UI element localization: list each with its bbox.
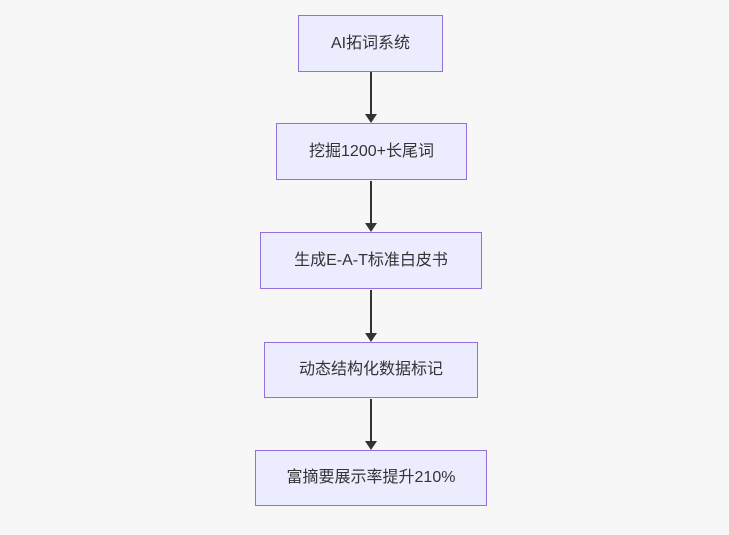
flow-node-label: 动态结构化数据标记 bbox=[298, 361, 443, 379]
flow-node-dynamic-structured-data-markup: 动态结构化数据标记 bbox=[264, 342, 478, 398]
arrow-line bbox=[370, 181, 372, 223]
flow-node-label: 富摘要展示率提升210% bbox=[286, 469, 456, 487]
flow-node-label: AI拓词系统 bbox=[330, 34, 411, 52]
flow-edge-1 bbox=[364, 72, 378, 123]
arrow-line bbox=[370, 72, 372, 114]
flow-node-label: 生成E-A-T标准白皮书 bbox=[294, 251, 448, 269]
flow-node-label: 挖掘1200+长尾词 bbox=[309, 142, 434, 160]
flow-node-mine-longtail-keywords: 挖掘1200+长尾词 bbox=[276, 123, 467, 180]
flow-edge-4 bbox=[364, 399, 378, 450]
flow-node-generate-eat-whitepaper: 生成E-A-T标准白皮书 bbox=[260, 232, 482, 289]
arrowhead-down-icon bbox=[365, 441, 377, 450]
flow-node-rich-snippet-rate-increase: 富摘要展示率提升210% bbox=[255, 450, 487, 506]
arrow-line bbox=[370, 290, 372, 333]
arrowhead-down-icon bbox=[365, 333, 377, 342]
flow-edge-3 bbox=[364, 290, 378, 342]
flow-edge-2 bbox=[364, 181, 378, 232]
arrow-line bbox=[370, 399, 372, 441]
arrowhead-down-icon bbox=[365, 223, 377, 232]
arrowhead-down-icon bbox=[365, 114, 377, 123]
flow-node-ai-word-expansion-system: AI拓词系统 bbox=[298, 15, 443, 72]
